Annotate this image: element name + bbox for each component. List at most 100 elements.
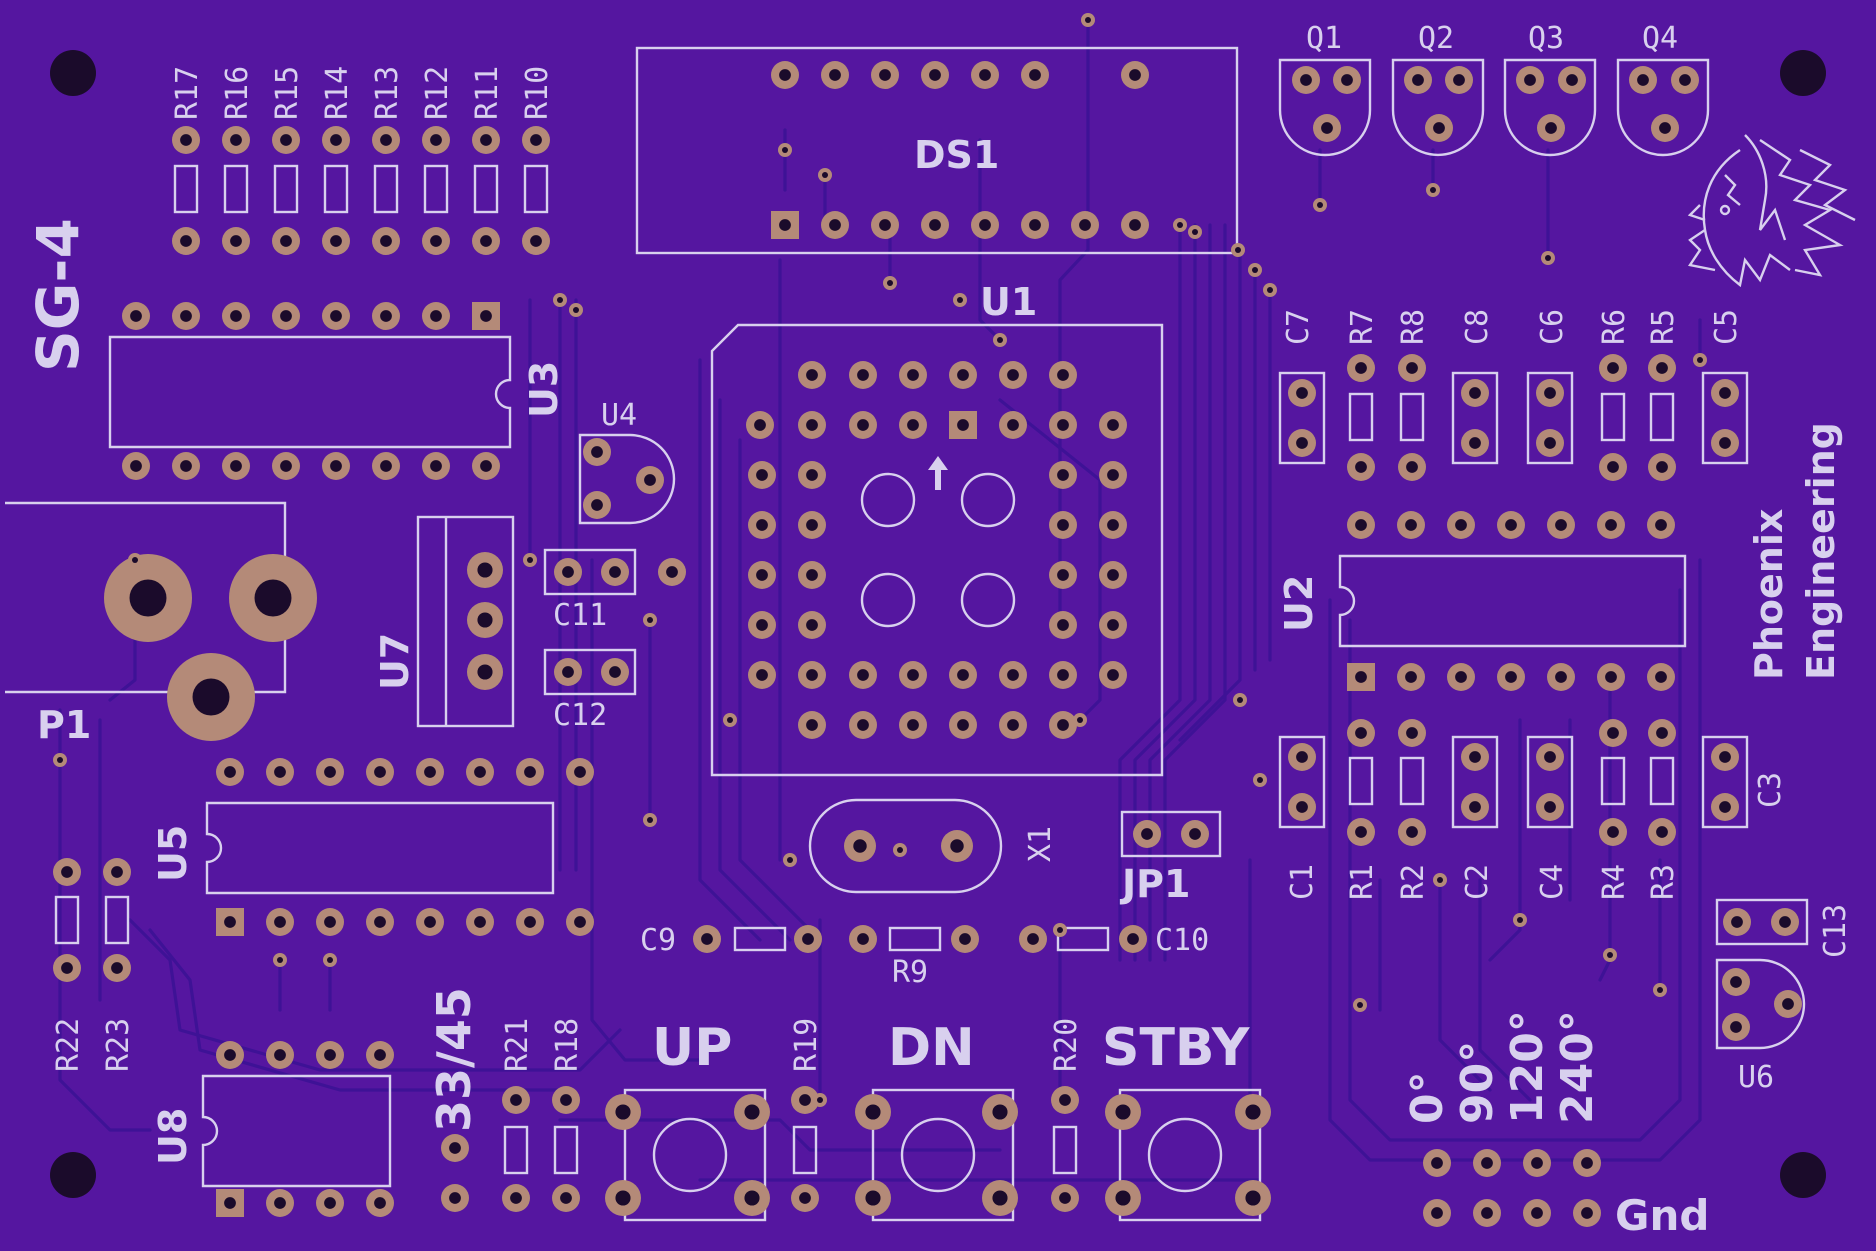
u1-pin-drill xyxy=(1007,719,1019,731)
u5-label: U5 xyxy=(151,825,195,882)
output-header-pin-drill xyxy=(1481,1157,1493,1169)
via-drill xyxy=(957,297,963,303)
transistor-pin-drill xyxy=(1679,74,1691,86)
c11-pad-drill xyxy=(609,566,621,578)
switch-pin-drill xyxy=(615,1190,631,1206)
via-drill xyxy=(1237,697,1243,703)
jp1-outline xyxy=(1120,810,1222,858)
u1-pin-drill xyxy=(1007,369,1019,381)
u1-pin-drill xyxy=(907,419,919,431)
x1-outline xyxy=(808,798,1003,894)
via-drill xyxy=(1317,202,1323,208)
u2-pin-drill xyxy=(1505,519,1517,531)
phase-120-label: 120° xyxy=(1502,1010,1553,1124)
r4-pad-drill xyxy=(1607,826,1619,838)
ds1-outline xyxy=(635,46,1239,255)
r14-label: R14 xyxy=(320,66,355,120)
u8-pin-drill xyxy=(324,1197,336,1209)
via-drill xyxy=(897,847,903,853)
u1-pin-drill xyxy=(756,669,768,681)
copper-traces xyxy=(58,18,1702,1182)
u1-pin-drill xyxy=(1107,619,1119,631)
c9-pad-drill xyxy=(701,933,713,945)
u1-pin-drill xyxy=(1007,419,1019,431)
q2-outline xyxy=(1391,58,1485,157)
transistor-pin-drill xyxy=(1412,74,1424,86)
u5-pin-drill xyxy=(224,916,236,928)
output-header-pin-drill xyxy=(1531,1207,1543,1219)
resistor-pad-drill xyxy=(530,134,542,146)
q4-label: Q4 xyxy=(1642,21,1678,56)
r16-label: R16 xyxy=(220,66,255,120)
r19-label: R19 xyxy=(789,1018,824,1072)
via-drill xyxy=(1192,229,1198,235)
u2-pin-drill xyxy=(1455,519,1467,531)
switch-pin-drill xyxy=(1115,1190,1131,1206)
transistor-pin-drill xyxy=(1433,122,1445,134)
r7-pad-drill xyxy=(1355,461,1367,473)
r8-pad-drill xyxy=(1406,461,1418,473)
via-drill xyxy=(647,617,653,623)
u1-pin-drill xyxy=(957,719,969,731)
via-drill xyxy=(887,280,893,286)
p1-label: P1 xyxy=(37,703,91,747)
c7-pad-drill xyxy=(1296,387,1308,399)
via-drill xyxy=(1057,927,1063,933)
via-drill xyxy=(1177,222,1183,228)
via-drill xyxy=(327,957,333,963)
resistor-pad-drill xyxy=(230,134,242,146)
ds1-label: DS1 xyxy=(914,133,999,177)
via-drill xyxy=(1252,267,1258,273)
c10-pad-drill xyxy=(1127,933,1139,945)
u1-pin-drill xyxy=(806,619,818,631)
transistor-pin-drill xyxy=(1637,74,1649,86)
u1-pin-drill xyxy=(957,369,969,381)
c1-label: C1 xyxy=(1285,864,1320,900)
u1-pin-drill xyxy=(756,469,768,481)
r18-pad-drill xyxy=(560,1192,572,1204)
resistor-pad-drill xyxy=(280,235,292,247)
via-drill xyxy=(1517,917,1523,923)
c1-pad-drill xyxy=(1296,751,1308,763)
r23-pad-drill xyxy=(111,866,123,878)
u7-outline xyxy=(416,515,515,728)
u1-pin-drill xyxy=(1057,719,1069,731)
u2-label: U2 xyxy=(1277,575,1321,632)
u3-label: U3 xyxy=(522,361,566,418)
u3-outline xyxy=(108,335,512,449)
c3-label: C3 xyxy=(1753,772,1788,808)
phase-0-label: 0° xyxy=(1402,1071,1453,1124)
u1-pin-drill xyxy=(806,569,818,581)
ds1-pin-drill xyxy=(979,69,991,81)
r18-label: R18 xyxy=(550,1018,585,1072)
c11-pad-drill xyxy=(666,566,678,578)
u1-pin-drill xyxy=(857,719,869,731)
u1-pin-drill xyxy=(756,569,768,581)
u1-pin-drill xyxy=(1057,569,1069,581)
phoenix-logo xyxy=(1687,134,1856,288)
u1-pin-drill xyxy=(1107,669,1119,681)
transistor-pin-drill xyxy=(1321,122,1333,134)
transistor-pin-drill xyxy=(1566,74,1578,86)
resistor-pad-drill xyxy=(430,235,442,247)
u3-pin-drill xyxy=(430,310,442,322)
u2-pin-drill xyxy=(1355,671,1367,683)
switch-pin-drill xyxy=(1245,1104,1261,1120)
q3-outline xyxy=(1503,58,1597,157)
transistor-pin-drill xyxy=(1524,74,1536,86)
u1-pin-drill xyxy=(907,719,919,731)
u1-pin-drill xyxy=(1107,519,1119,531)
ds1-pin-drill xyxy=(879,69,891,81)
via-drill xyxy=(1545,255,1551,261)
u3-pin-drill xyxy=(430,460,442,472)
u1-pin-drill xyxy=(1057,469,1069,481)
u1-pin-drill xyxy=(857,369,869,381)
via-drill xyxy=(1077,717,1083,723)
u1-pin-drill xyxy=(1057,369,1069,381)
r5-pad-drill xyxy=(1656,461,1668,473)
r18-pad-drill xyxy=(560,1094,572,1106)
r3-pad-drill xyxy=(1656,727,1668,739)
c12-outline xyxy=(543,648,637,696)
